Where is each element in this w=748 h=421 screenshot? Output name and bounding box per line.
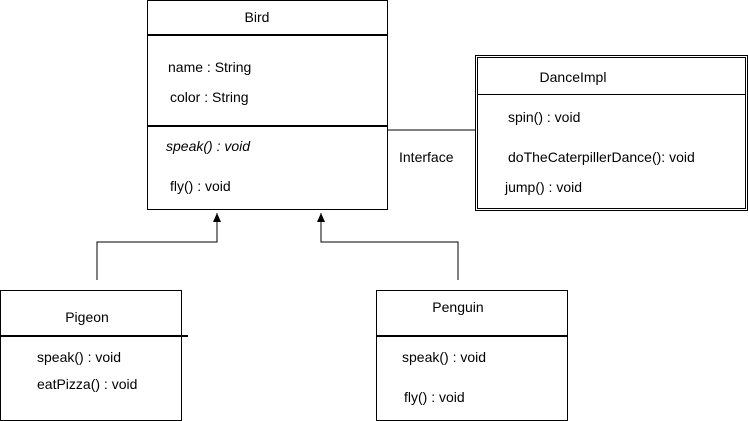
class-pigeon-divider (1, 335, 188, 337)
class-pigeon-name: Pigeon (65, 309, 109, 325)
class-bird-method-abstract: speak() : void (166, 138, 251, 154)
class-bird-method: fly() : void (170, 178, 231, 194)
class-bird-divider-2 (148, 125, 387, 127)
class-bird-divider-1 (148, 34, 387, 36)
class-danceimpl[interactable]: DanceImpl spin() : void doTheCaterpiller… (475, 55, 748, 211)
class-danceimpl-name: DanceImpl (539, 69, 607, 85)
class-penguin-divider (377, 335, 567, 337)
class-danceimpl-method: spin() : void (508, 109, 581, 125)
class-bird-attribute: name : String (168, 59, 252, 75)
class-bird-name: Bird (244, 9, 270, 25)
class-bird[interactable]: Bird name : String color : String speak(… (147, 0, 388, 210)
class-penguin-name: Penguin (432, 299, 484, 315)
pigeon-inheritance-edge (96, 213, 221, 280)
class-penguin-method: speak() : void (402, 349, 487, 365)
penguin-inheritance-edge (317, 213, 459, 280)
class-bird-attribute: color : String (170, 89, 249, 105)
class-pigeon[interactable]: Pigeon speak() : void eatPizza() : void (0, 290, 188, 421)
interface-edge-label: Interface (399, 149, 454, 165)
class-penguin-method: fly() : void (404, 389, 465, 405)
class-danceimpl-divider (478, 94, 745, 95)
class-pigeon-method: eatPizza() : void (37, 376, 138, 392)
class-penguin[interactable]: Penguin speak() : void fly() : void (376, 290, 568, 421)
class-pigeon-method: speak() : void (37, 349, 122, 365)
class-danceimpl-method: jump() : void (505, 179, 583, 195)
class-danceimpl-method: doTheCaterpillerDance(): void (508, 149, 695, 165)
